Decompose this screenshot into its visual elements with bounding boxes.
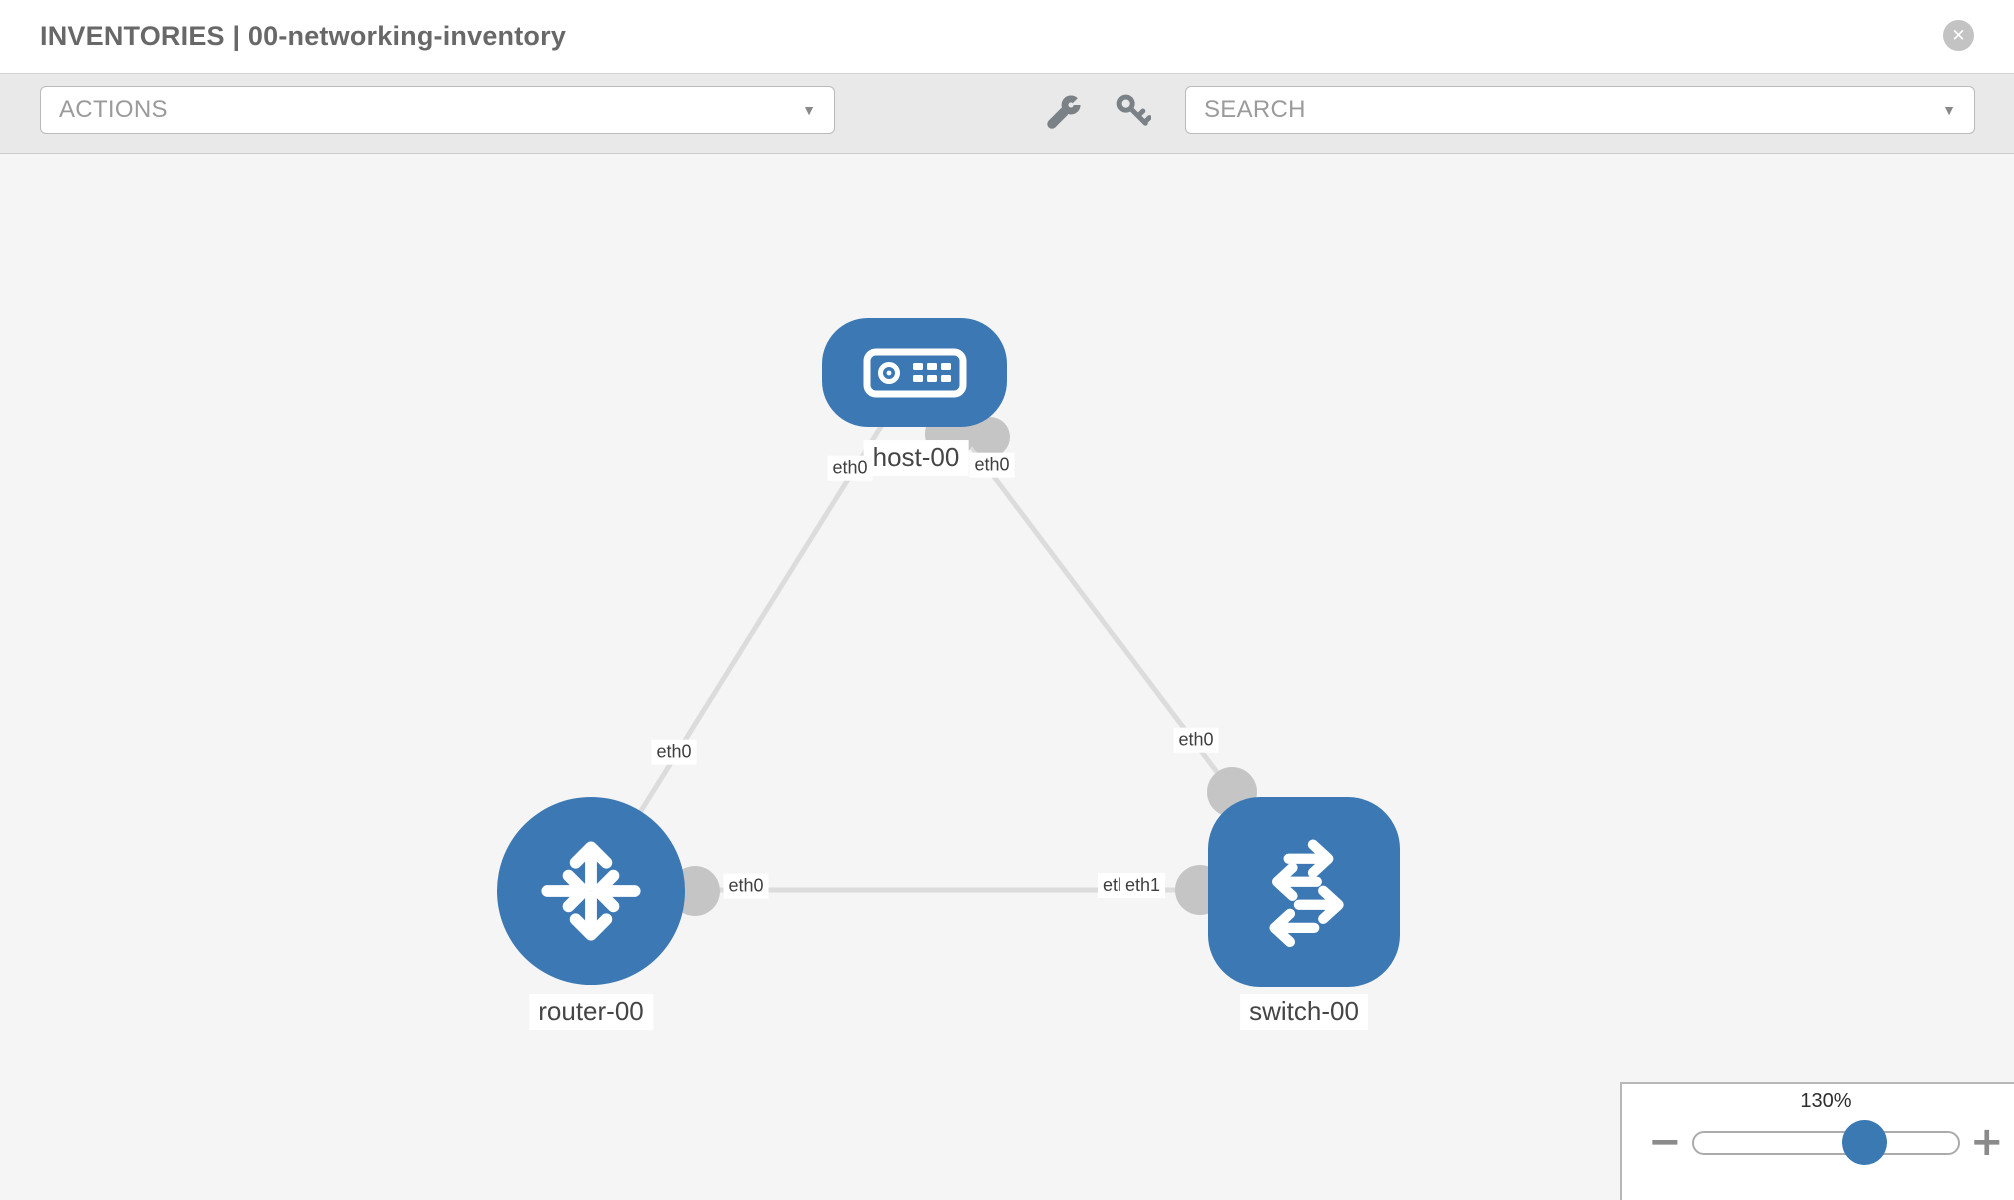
topology-canvas[interactable]: host-00 router-00 switch-00 eth0 eth0 et… bbox=[0, 154, 2014, 1200]
host-icon bbox=[863, 348, 966, 397]
interface-label-host-right: eth0 bbox=[969, 452, 1015, 478]
search-dropdown[interactable]: SEARCH ▼ bbox=[1185, 86, 1975, 134]
zoom-slider-track[interactable] bbox=[1692, 1131, 1960, 1155]
header: INVENTORIES | 00-networking-inventory ✕ bbox=[0, 0, 2014, 73]
node-host-00[interactable] bbox=[822, 318, 1007, 427]
caret-down-icon: ▼ bbox=[1942, 102, 1956, 118]
node-router-00[interactable] bbox=[497, 797, 685, 985]
zoom-level-label: 130% bbox=[1800, 1090, 1852, 1112]
node-label-router: router-00 bbox=[529, 994, 653, 1030]
interface-label-host-router-link: eth0 bbox=[651, 739, 697, 765]
wrench-icon bbox=[1047, 93, 1084, 129]
topology-links-layer bbox=[588, 370, 1304, 916]
close-button[interactable]: ✕ bbox=[1943, 20, 1974, 51]
zoom-in-button[interactable]: + bbox=[1970, 1119, 2004, 1165]
router-icon bbox=[541, 841, 641, 941]
caret-down-icon: ▼ bbox=[802, 102, 816, 118]
interface-label-host-left: eth0 bbox=[827, 455, 873, 481]
actions-dropdown[interactable]: ACTIONS ▼ bbox=[40, 86, 835, 134]
interface-tail-host bbox=[961, 426, 989, 451]
interface-label-router-eth0: eth0 bbox=[723, 873, 769, 899]
node-label-host: host-00 bbox=[863, 440, 969, 476]
configure-button[interactable] bbox=[1042, 88, 1088, 134]
key-icon bbox=[1116, 94, 1151, 126]
zoom-panel: 130% − + bbox=[1620, 1082, 2014, 1200]
node-label-switch: switch-00 bbox=[1240, 994, 1368, 1030]
page-title: INVENTORIES | 00-networking-inventory bbox=[40, 21, 567, 51]
zoom-out-button[interactable]: − bbox=[1648, 1119, 1682, 1165]
close-icon: ✕ bbox=[1951, 26, 1966, 45]
credentials-button[interactable] bbox=[1110, 88, 1156, 134]
zoom-slider-handle[interactable] bbox=[1842, 1120, 1887, 1165]
interface-label-switch-eth1: eth1 bbox=[1120, 873, 1166, 898]
search-placeholder: SEARCH bbox=[1204, 96, 1306, 123]
switch-icon bbox=[1269, 839, 1344, 948]
interface-label-host-switch-link: eth0 bbox=[1173, 727, 1219, 753]
actions-dropdown-label: ACTIONS bbox=[59, 96, 168, 123]
node-switch-00[interactable] bbox=[1208, 797, 1400, 987]
toolbar: ACTIONS ▼ SEARCH ▼ bbox=[0, 73, 2014, 154]
